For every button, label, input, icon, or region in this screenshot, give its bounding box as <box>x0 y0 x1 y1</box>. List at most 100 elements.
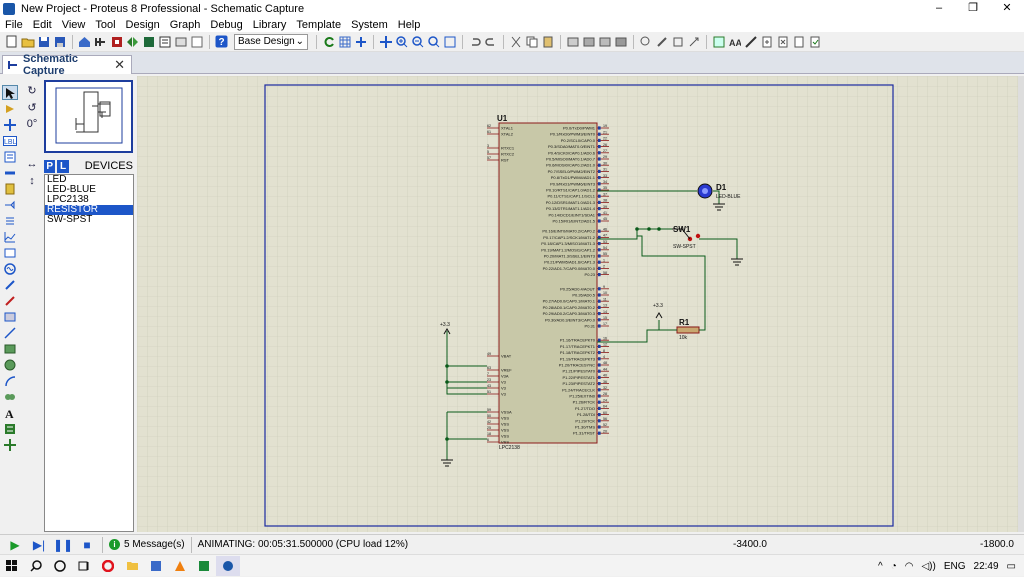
text-mode-icon[interactable]: A <box>2 405 18 420</box>
network-icon[interactable]: ◔ <box>890 560 897 572</box>
switch-sw1[interactable]: SW1 SW-SPST <box>672 225 701 250</box>
line-mode-icon[interactable] <box>2 325 18 340</box>
gerber-viewer-icon[interactable] <box>141 34 156 49</box>
current-probe-mode-icon[interactable] <box>2 293 18 308</box>
save-icon[interactable] <box>36 34 51 49</box>
voltage-probe-mode-icon[interactable] <box>2 277 18 292</box>
mirror-x-icon[interactable]: ↔ <box>26 158 38 170</box>
maximize-button[interactable]: ❐ <box>968 2 978 14</box>
packaging-tool-icon[interactable] <box>670 34 685 49</box>
messages-indicator[interactable]: i 5 Message(s) <box>109 539 185 550</box>
zoom-out-icon[interactable] <box>410 34 425 49</box>
virtual-instruments-mode-icon[interactable] <box>2 309 18 324</box>
pan-icon[interactable] <box>378 34 393 49</box>
block-delete-icon[interactable] <box>613 34 628 49</box>
rotate-anticlockwise-icon[interactable]: ↺ <box>27 102 37 114</box>
app-green-icon[interactable] <box>192 556 216 576</box>
graph-mode-icon[interactable] <box>2 229 18 244</box>
3d-viewer-icon[interactable] <box>125 34 140 49</box>
path-mode-icon[interactable] <box>2 389 18 404</box>
clock[interactable]: 22:49 <box>973 560 999 572</box>
home-icon[interactable] <box>77 34 92 49</box>
volume-icon[interactable]: ◁)) <box>921 560 936 572</box>
language-indicator[interactable]: ENG <box>943 560 966 572</box>
wire-autorouter-icon[interactable] <box>711 34 726 49</box>
menu-template[interactable]: Template <box>296 18 342 31</box>
app-icon[interactable] <box>144 556 168 576</box>
menu-help[interactable]: Help <box>397 18 421 31</box>
design-explorer-icon[interactable] <box>157 34 172 49</box>
zoom-all-icon[interactable] <box>426 34 441 49</box>
overview-window[interactable] <box>44 80 133 153</box>
mirror-y-icon[interactable]: ↕ <box>29 175 35 187</box>
device-item-selected[interactable]: RESISTOR <box>45 205 133 215</box>
menu-graph[interactable]: Graph <box>169 18 201 31</box>
menu-system[interactable]: System <box>351 18 388 31</box>
selection-mode-icon[interactable] <box>2 85 18 100</box>
bom-icon[interactable] <box>173 34 188 49</box>
rotation-angle[interactable]: 0° <box>26 118 38 130</box>
new-file-icon[interactable] <box>4 34 19 49</box>
buses-mode-icon[interactable] <box>2 165 18 180</box>
wifi-icon[interactable]: ◠ <box>904 560 914 572</box>
device-pins-mode-icon[interactable] <box>2 213 18 228</box>
make-device-icon[interactable] <box>654 34 669 49</box>
file-explorer-icon[interactable] <box>120 556 144 576</box>
block-move-icon[interactable] <box>581 34 596 49</box>
refresh-icon[interactable] <box>321 34 336 49</box>
resistor-r1[interactable]: R1 10k <box>673 318 705 341</box>
marker-mode-icon[interactable] <box>2 437 18 452</box>
schematic-capture-icon[interactable] <box>93 34 108 49</box>
menu-file[interactable]: File <box>5 18 23 31</box>
menu-tool[interactable]: Tool <box>95 18 116 31</box>
pick-devices-button[interactable]: P <box>44 159 56 173</box>
symbol-mode-icon[interactable] <box>2 421 18 436</box>
rotate-clockwise-icon[interactable]: ↻ <box>27 85 37 97</box>
cut-icon[interactable] <box>508 34 523 49</box>
paste-icon[interactable] <box>540 34 555 49</box>
pause-icon[interactable]: ❚❚ <box>52 537 74 552</box>
circle-mode-icon[interactable] <box>2 357 18 372</box>
electrical-rule-check-icon[interactable] <box>807 34 822 49</box>
redo-icon[interactable] <box>483 34 498 49</box>
source-code-icon[interactable] <box>189 34 204 49</box>
terminals-mode-icon[interactable] <box>2 197 18 212</box>
text-script-mode-icon[interactable] <box>2 149 18 164</box>
windows-start-icon[interactable] <box>0 556 24 576</box>
step-icon[interactable]: ▶| <box>32 537 46 552</box>
tab-close-icon[interactable]: ✕ <box>114 57 125 72</box>
menu-design[interactable]: Design <box>125 18 160 31</box>
origin-icon[interactable] <box>353 34 368 49</box>
wire-label-mode-icon[interactable]: LBL <box>2 133 18 148</box>
pcb-layout-icon[interactable] <box>109 34 124 49</box>
menu-view[interactable]: View <box>61 18 86 31</box>
u1-body[interactable] <box>498 122 598 444</box>
zoom-area-icon[interactable] <box>442 34 457 49</box>
box-mode-icon[interactable] <box>2 341 18 356</box>
property-assignment-icon[interactable] <box>743 34 758 49</box>
tape-recorder-mode-icon[interactable] <box>2 245 18 260</box>
library-manager-button[interactable]: L <box>57 159 69 173</box>
toggle-grid-icon[interactable] <box>337 34 352 49</box>
exit-to-parent-icon[interactable] <box>791 34 806 49</box>
notification-icon[interactable]: ▭ <box>1006 560 1016 572</box>
proteus-taskbar-icon[interactable] <box>216 555 240 576</box>
stop-icon[interactable]: ■ <box>83 537 91 552</box>
task-view-icon[interactable] <box>72 556 96 576</box>
device-item[interactable]: LED <box>47 174 67 185</box>
junction-dot-mode-icon[interactable] <box>2 117 18 132</box>
search-icon[interactable] <box>24 556 48 576</box>
device-item[interactable]: SW-SPST <box>47 214 93 225</box>
cortana-icon[interactable] <box>48 556 72 576</box>
decompose-icon[interactable] <box>686 34 701 49</box>
vertical-scrollbar[interactable] <box>1018 76 1024 532</box>
new-sheet-icon[interactable] <box>759 34 774 49</box>
play-icon[interactable]: ▶ <box>10 537 20 552</box>
power-terminal[interactable]: +3.3 <box>440 322 451 335</box>
menu-debug[interactable]: Debug <box>210 18 243 31</box>
tray-chevron-icon[interactable]: ^ <box>878 560 883 572</box>
save-all-icon[interactable] <box>52 34 67 49</box>
arc-mode-icon[interactable] <box>2 373 18 388</box>
